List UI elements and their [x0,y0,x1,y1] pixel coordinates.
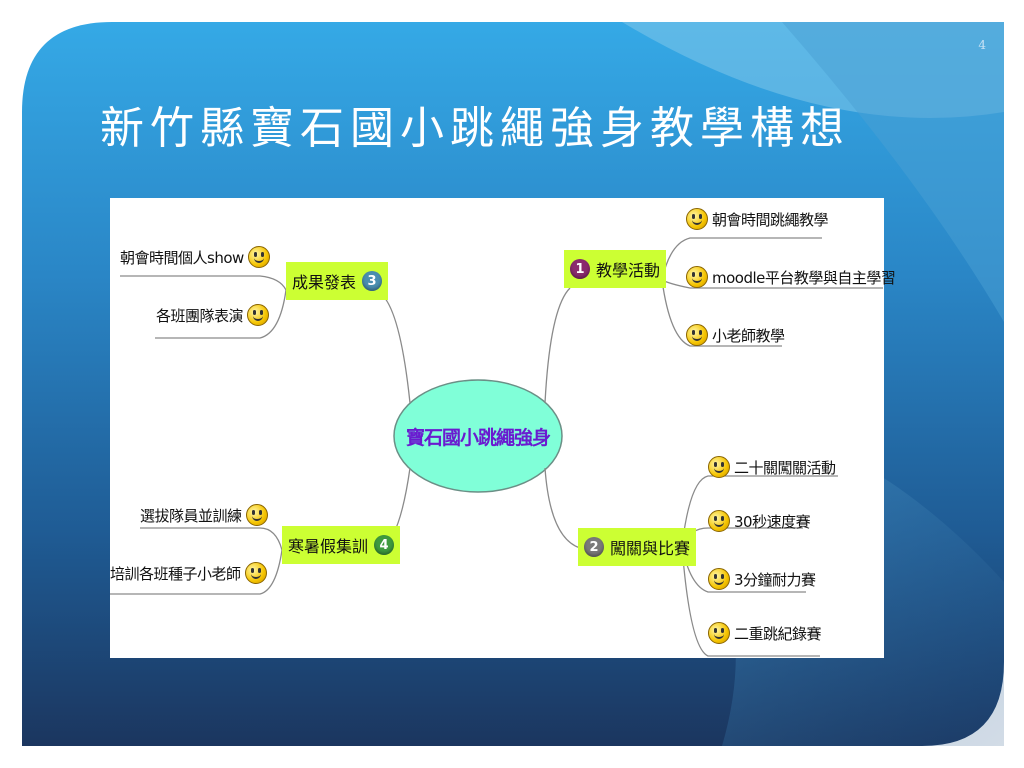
smiley-face-icon [708,568,730,590]
item-twenty-levels: 二十關闖關活動 [708,456,836,478]
item-class-team-performance: 各班團隊表演 [156,304,270,326]
item-label: 30秒速度賽 [734,512,811,531]
item-morning-rope-teaching: 朝會時間跳繩教學 [686,208,829,230]
mindmap-diagram: 寶石國小跳繩強身 1 教學活動 朝會時間跳繩教學 moodle平台教學與自主學習… [110,198,896,658]
page-number: 4 [978,38,986,52]
item-label: 小老師教學 [712,326,785,345]
branch-challenges-and-contests: 2 闖關與比賽 [578,528,697,566]
number-badge-2: 2 [584,537,604,557]
smiley-face-icon [708,510,730,532]
smiley-face-icon [686,266,708,288]
item-label: 二重跳紀錄賽 [734,624,822,643]
branch-vacation-training: 寒暑假集訓 4 [282,526,401,564]
item-label: moodle平台教學與自主學習 [712,268,896,287]
item-label: 二十關闖關活動 [734,458,836,477]
slide-title: 新竹縣寶石國小跳繩強身教學構想 [100,103,850,154]
smiley-face-icon [708,456,730,478]
item-30-second-speed: 30秒速度賽 [708,510,811,532]
item-label: 培訓各班種子小老師 [110,564,241,583]
number-badge-1: 1 [570,259,590,279]
branch-label: 闖關與比賽 [610,539,691,558]
item-select-team-members: 選拔隊員並訓練 [140,504,268,526]
item-3-minute-endurance: 3分鐘耐力賽 [708,568,816,590]
item-label: 各班團隊表演 [156,306,244,325]
branch-label: 教學活動 [596,261,661,280]
smiley-face-icon [244,562,267,584]
item-morning-individual-show: 朝會時間個人show [120,246,270,268]
item-train-seed-teachers: 培訓各班種子小老師 [110,562,267,584]
item-label: 朝會時間跳繩教學 [712,210,829,229]
smiley-face-icon [247,246,270,268]
branch-showcase: 成果發表 3 [286,262,389,300]
smiley-face-icon [245,504,268,526]
number-badge-4: 4 [374,535,395,555]
branch-teaching-activities: 1 教學活動 [564,250,667,288]
item-label: 朝會時間個人show [120,248,244,267]
item-moodle-learning: moodle平台教學與自主學習 [686,266,896,288]
smiley-face-icon [686,208,708,230]
branch-label: 寒暑假集訓 [288,537,369,556]
center-node: 寶石國小跳繩強身 [405,426,551,449]
smiley-face-icon [708,622,730,644]
smiley-face-icon [686,324,708,346]
item-double-under-record: 二重跳紀錄賽 [708,622,822,644]
item-label: 3分鐘耐力賽 [734,570,816,589]
item-student-teacher: 小老師教學 [686,324,785,346]
branch-label: 成果發表 [292,273,357,292]
smiley-face-icon [247,304,270,326]
item-label: 選拔隊員並訓練 [140,506,242,525]
number-badge-3: 3 [362,271,383,291]
